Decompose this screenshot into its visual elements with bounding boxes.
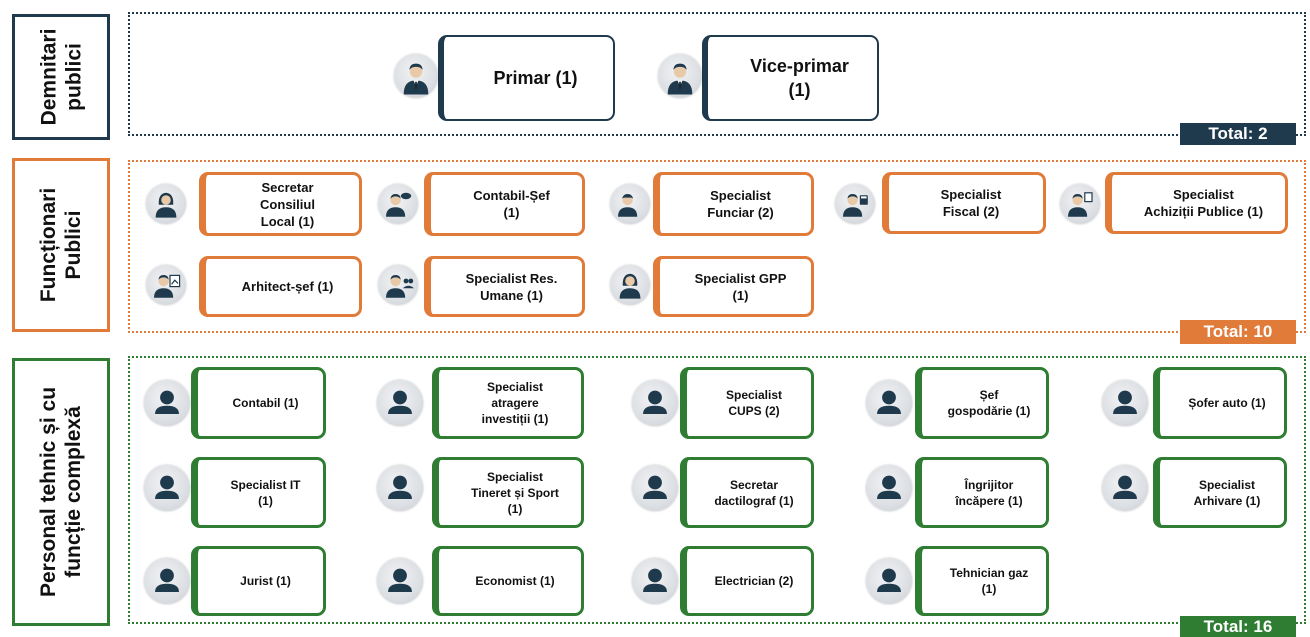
role-card-label: Șofer auto (1)	[1188, 396, 1266, 410]
section-label: Funcționari Publici	[12, 158, 110, 332]
role-card-label: Primar (1)	[493, 68, 578, 88]
role-card-specialist-res-umane-1: Specialist Res. Umane (1)	[424, 256, 585, 317]
role-card-specialist-gpp-1: Specialist GPP (1)	[653, 256, 814, 317]
role-card-label: Specialist Achiziții Publice (1)	[1143, 187, 1264, 219]
person-icon	[632, 380, 678, 426]
role-card-sef-gospodarie-1: Șef gospodărie (1)	[915, 367, 1049, 439]
male-official-icon	[394, 54, 438, 98]
female-person-icon	[610, 265, 650, 305]
person-icon	[866, 465, 912, 511]
role-card-label: Specialist IT (1)	[230, 477, 301, 508]
role-card-specialist-arhivare-1: Specialist Arhivare (1)	[1153, 457, 1287, 528]
role-card-economist-1: Economist (1)	[432, 546, 584, 616]
role-card-label: Îngrijitor încăpere (1)	[955, 477, 1023, 508]
role-card-contabil-sef-1: Contabil-Șef (1)	[424, 172, 585, 236]
person-icon	[866, 558, 912, 604]
role-card-label: Secretar Consiliul Local (1)	[260, 179, 315, 229]
role-card-specialist-achizitii-publice-1: Specialist Achiziții Publice (1)	[1105, 172, 1288, 234]
person-icon	[377, 380, 423, 426]
role-card-label: Specialist Arhivare (1)	[1193, 477, 1261, 508]
person-icon	[144, 558, 190, 604]
role-card-ingrijitor-incapere-1: Îngrijitor încăpere (1)	[915, 457, 1049, 528]
role-card-label: Economist (1)	[475, 574, 555, 588]
role-card-label: Specialist CUPS (2)	[725, 388, 783, 418]
role-card-secretar-consiliul-local-1: Secretar Consiliul Local (1)	[199, 172, 362, 236]
role-card-label: Tehnician gaz (1)	[949, 566, 1029, 596]
role-card-specialist-fiscal-2: Specialist Fiscal (2)	[882, 172, 1046, 234]
role-card-jurist-1: Jurist (1)	[191, 546, 326, 616]
role-card-tehnician-gaz-1: Tehnician gaz (1)	[915, 546, 1049, 616]
role-card-label: Specialist Fiscal (2)	[940, 187, 1002, 219]
person-icon	[866, 380, 912, 426]
female-person-icon	[146, 184, 186, 224]
section-total-badge: Total: 2	[1180, 123, 1296, 145]
person-document-icon	[1060, 184, 1100, 224]
role-card-electrician-2: Electrician (2)	[680, 546, 814, 616]
person-icon	[1102, 380, 1148, 426]
person-icon	[377, 558, 423, 604]
section-total-badge: Total: 10	[1180, 320, 1296, 344]
role-card-label: Specialist atragere investiții (1)	[481, 380, 549, 426]
role-card-vice-primar-1: Vice-primar (1)	[702, 35, 879, 121]
section-container	[128, 12, 1306, 136]
person-icon	[632, 465, 678, 511]
role-card-label: Șef gospodărie (1)	[947, 388, 1031, 418]
person-chat-icon	[378, 184, 418, 224]
section-total-badge: Total: 16	[1180, 616, 1296, 637]
role-card-label: Specialist Tineret și Sport (1)	[471, 469, 559, 516]
surveyor-helmet-icon	[610, 184, 650, 224]
architect-blueprint-icon	[146, 265, 186, 305]
section-label-text: Demnitari publici	[37, 28, 86, 126]
role-card-primar-1: Primar (1)	[438, 35, 615, 121]
role-card-label: Specialist Funciar (2)	[707, 188, 774, 220]
role-card-label: Arhitect-șef (1)	[241, 279, 334, 294]
role-card-label: Vice-primar (1)	[750, 56, 849, 100]
role-card-arhitect-sef-1: Arhitect-șef (1)	[199, 256, 362, 317]
role-card-label: Contabil (1)	[232, 396, 299, 410]
role-card-specialist-cups-2: Specialist CUPS (2)	[680, 367, 814, 439]
section-container	[128, 160, 1306, 333]
role-card-label: Jurist (1)	[240, 574, 291, 588]
section-label-text: Personal tehnic și cu funcție complexă	[37, 386, 86, 598]
role-card-secretar-dactilograf-1: Secretar dactilograf (1)	[680, 457, 814, 528]
role-card-sofer-auto-1: Șofer auto (1)	[1153, 367, 1287, 439]
role-card-specialist-tineret-si-sport-1: Specialist Tineret și Sport (1)	[432, 457, 584, 528]
section-container	[128, 356, 1306, 624]
section-label-text: Funcționari Publici	[37, 187, 85, 303]
role-card-label: Contabil-Șef (1)	[473, 188, 550, 220]
role-card-contabil-1: Contabil (1)	[191, 367, 326, 439]
section-label: Demnitari publici	[12, 14, 110, 140]
person-icon	[632, 558, 678, 604]
person-group-icon	[378, 265, 418, 305]
male-official-icon	[658, 54, 702, 98]
section-label: Personal tehnic și cu funcție complexă	[12, 358, 110, 626]
role-card-label: Specialist GPP (1)	[694, 270, 787, 303]
role-card-specialist-atragere-investitii-1: Specialist atragere investiții (1)	[432, 367, 584, 439]
person-icon	[144, 465, 190, 511]
person-icon	[377, 465, 423, 511]
person-icon	[1102, 465, 1148, 511]
role-card-specialist-funciar-2: Specialist Funciar (2)	[653, 172, 814, 236]
person-icon	[144, 380, 190, 426]
role-card-specialist-it-1: Specialist IT (1)	[191, 457, 326, 528]
role-card-label: Electrician (2)	[714, 574, 794, 588]
role-card-label: Specialist Res. Umane (1)	[465, 270, 558, 303]
role-card-label: Secretar dactilograf (1)	[714, 477, 794, 508]
person-calculator-icon	[835, 184, 875, 224]
